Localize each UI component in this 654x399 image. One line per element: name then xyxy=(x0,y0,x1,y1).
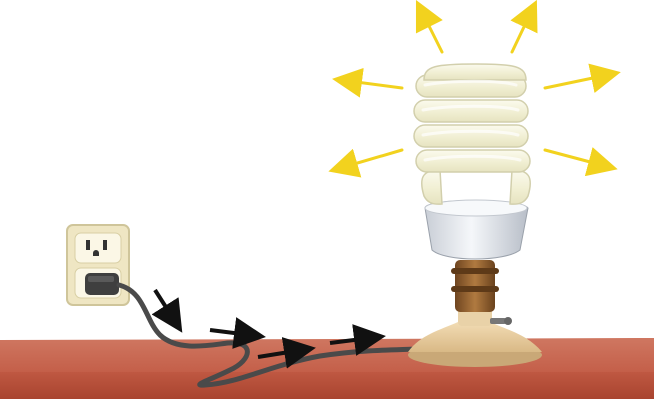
arrow-icon xyxy=(341,80,402,88)
arrow-icon xyxy=(337,150,402,169)
arrow-icon xyxy=(155,290,178,326)
arrow-icon xyxy=(545,150,609,167)
table-surface xyxy=(0,338,654,399)
lamp-base xyxy=(408,260,542,367)
power-plug xyxy=(85,273,119,295)
arrow-icon xyxy=(512,8,533,52)
cfl-bulb xyxy=(414,64,530,259)
arrow-icon xyxy=(210,330,258,336)
arrow-icon xyxy=(420,8,442,52)
arrow-icon xyxy=(545,74,612,88)
